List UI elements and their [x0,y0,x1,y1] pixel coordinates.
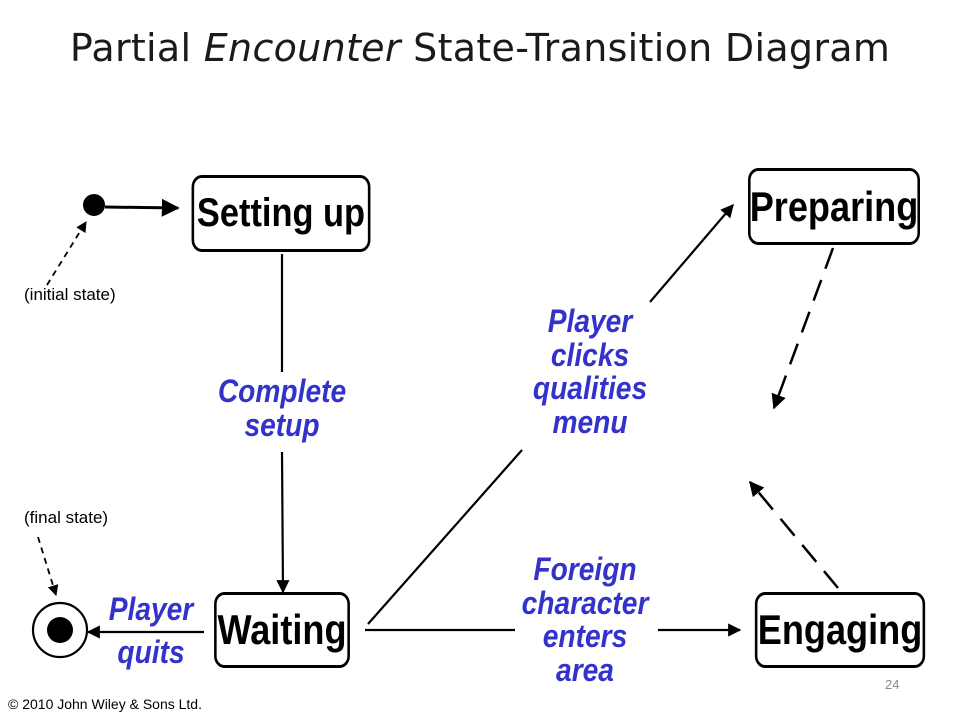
label-foreign-character-enters-area: Foreign character enters area [519,551,651,688]
final-state-note: (final state) [24,508,109,527]
final-note-pointer [37,536,59,597]
label-qualities-line4: menu [552,403,628,440]
qualities-menu-arrow-bottom [367,449,523,625]
slide-title: Partial Encounter State-Transition Diagr… [0,26,960,70]
title-prefix: Partial [69,26,204,70]
initial-state-note: (initial state) [24,285,116,304]
label-foreign-line2: character [521,584,649,621]
complete-setup-arrow-bottom [276,451,290,594]
engaging-return-dashed-arrow [749,480,839,589]
label-complete-setup-line2: setup [244,406,320,443]
label-player-quits-line1: Player [108,591,194,627]
title-suffix: State-Transition Diagram [400,26,891,70]
state-setting-up: Setting up [191,175,371,252]
final-state-inner-dot [47,617,73,643]
state-engaging: Engaging [754,592,926,668]
label-player-quits: Player quits [103,588,200,674]
label-foreign-line3: enters [542,618,628,655]
label-complete-setup: Complete setup [215,373,349,443]
page-number: 24 [885,677,900,692]
state-engaging-label: Engaging [757,606,923,653]
label-player-quits-line2: quits [117,634,185,671]
state-preparing-label: Preparing [749,182,919,230]
state-waiting-label: Waiting [217,606,347,653]
state-preparing: Preparing [748,168,920,245]
label-foreign-line4: area [556,651,614,688]
label-player-clicks-qualities-menu: Player clicks qualities menu [528,303,651,440]
qualities-menu-arrow-top [649,203,734,303]
preparing-return-dashed-arrow [771,247,835,410]
initial-transition-arrow [104,198,180,217]
state-waiting: Waiting [214,592,350,668]
copyright-notice: © 2010 John Wiley & Sons Ltd. [8,696,202,712]
label-qualities-line2: clicks [550,336,630,373]
state-setting-up-label: Setting up [196,191,366,235]
label-qualities-line3: qualities [532,370,648,407]
label-qualities-line1: Player [547,303,633,339]
initial-note-pointer [46,221,87,286]
initial-state-dot [83,194,105,216]
title-emphasis: Encounter [203,26,401,70]
label-complete-setup-line1: Complete [217,373,347,409]
label-foreign-line1: Foreign [533,551,637,587]
